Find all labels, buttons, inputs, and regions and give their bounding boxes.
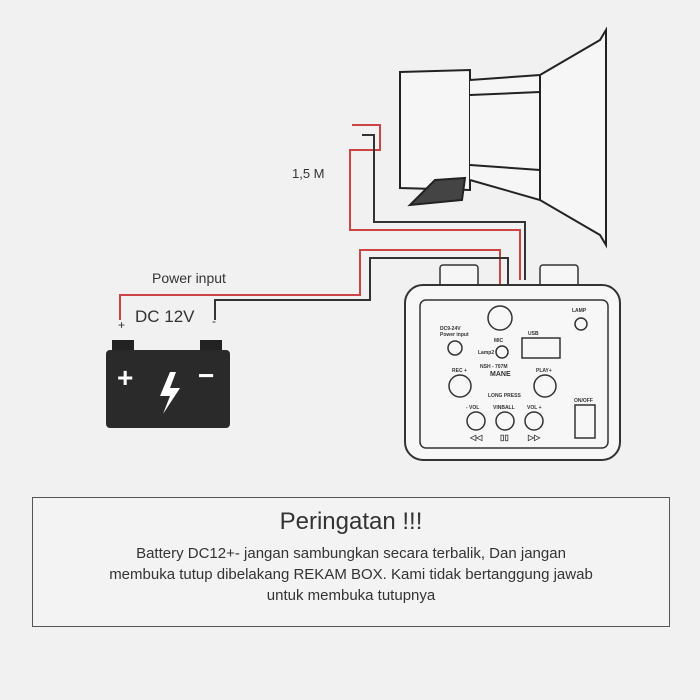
warning-line-1: Battery DC12+- jangan sambungkan secara … bbox=[136, 545, 566, 562]
power-label: DC9-24V bbox=[440, 326, 461, 332]
pause-icon: ▯▯ bbox=[500, 433, 509, 442]
play-label: PLAY+ bbox=[536, 368, 552, 374]
battery-minus-icon: − bbox=[198, 360, 215, 391]
vol-up-label: VOL + bbox=[527, 405, 542, 411]
lamp-label: LAMP bbox=[572, 308, 587, 314]
prev-icon: ◁◁ bbox=[470, 433, 483, 442]
battery-icon bbox=[106, 340, 230, 428]
warning-line-3: untuk membuka tutupnya bbox=[266, 587, 436, 604]
mid-label: VINBALL bbox=[493, 405, 515, 411]
mic-label: MIC bbox=[494, 338, 504, 344]
plus-label: + bbox=[118, 318, 126, 332]
battery-plus-icon: + bbox=[117, 362, 134, 393]
control-box bbox=[404, 264, 621, 461]
onoff-label: ON/OFF bbox=[574, 398, 593, 404]
next-icon: ▷▷ bbox=[528, 433, 541, 442]
warning-title: Peringatan !!! bbox=[279, 508, 423, 535]
vol-down-label: - VOL bbox=[466, 405, 480, 411]
model-label: NSH - 707M bbox=[480, 364, 508, 370]
usb-label: USB bbox=[528, 331, 539, 337]
warning-box: Peringatan !!! Battery DC12+- jangan sam… bbox=[32, 497, 670, 627]
voltage-label: DC 12V bbox=[135, 307, 195, 326]
rec-label: REC + bbox=[452, 368, 467, 374]
power-label-2: Power input bbox=[440, 332, 469, 338]
minus-label: - bbox=[212, 314, 216, 328]
cable-length-label: 1,5 M bbox=[292, 166, 325, 181]
wires bbox=[119, 124, 526, 320]
power-input-label: Power input bbox=[152, 270, 226, 286]
brand-label: MANE bbox=[490, 371, 511, 378]
warning-line-2: membuka tutup dibelakang REKAM BOX. Kami… bbox=[109, 566, 593, 583]
horn-speaker bbox=[399, 26, 607, 249]
lamp2-label: Lamp2 bbox=[478, 350, 495, 356]
long-press-label: LONG PRESS bbox=[488, 393, 521, 399]
